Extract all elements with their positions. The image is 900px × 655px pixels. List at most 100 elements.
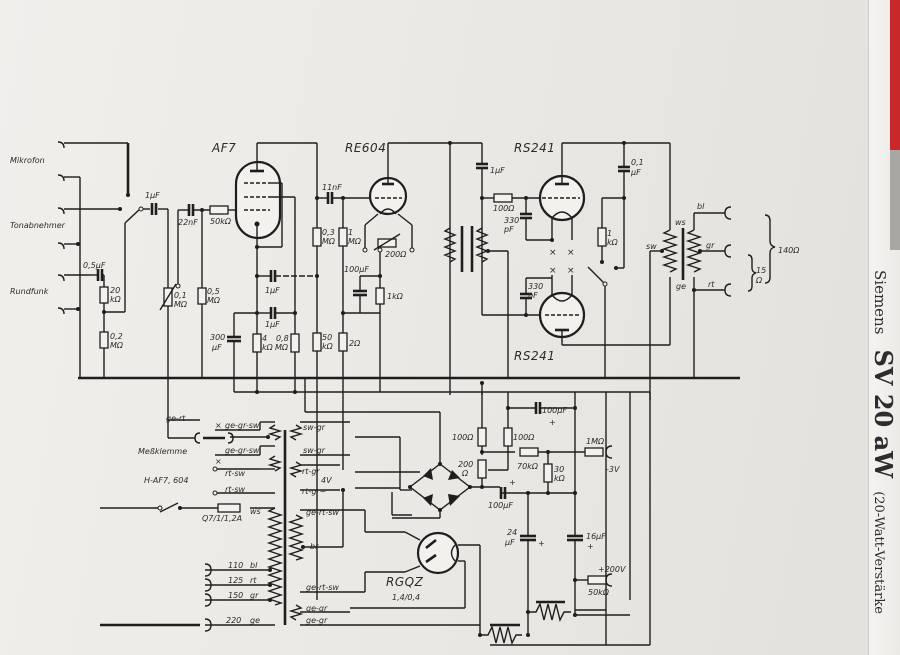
label-mt-rt-sw-2: rt-sw: [225, 485, 245, 494]
label-ot-15-unit: Ω: [755, 276, 763, 285]
label-r-50k: 50kΩ: [210, 217, 232, 226]
label-mt-sw-gr-1: sw-gr: [303, 423, 326, 432]
label-r-1k-out-val: 1: [607, 229, 612, 238]
label-pot-01M-unit: MΩ: [174, 300, 188, 309]
output-transformer: [649, 143, 776, 400]
label-ot-140ohm: 140Ω: [778, 246, 800, 255]
link-x-1: ×: [549, 248, 557, 258]
label-c-16uF: 16μF: [586, 532, 606, 541]
output-snubber: [587, 143, 630, 378]
label-r-4k-unit: kΩ: [262, 343, 274, 352]
label-r-1M-unit: MΩ: [348, 237, 362, 246]
label-r-05M-unit: MΩ: [207, 296, 221, 305]
label-c-100uF-b-plus: +: [549, 418, 556, 427]
label-r-30k-val: 30: [554, 465, 564, 474]
label-r-08M-val: 0,8: [276, 334, 289, 343]
label-tube-af7: AF7: [211, 141, 236, 155]
label-c-100uF-c-plus: +: [509, 478, 516, 487]
red-bookmark-tab: [890, 0, 900, 150]
label-r-4k-val: 4: [262, 334, 267, 343]
label-r-30k-unit: kΩ: [554, 474, 566, 483]
volume-potentiometer: [159, 204, 240, 378]
label-c-24uF-unit: μF: [504, 538, 515, 547]
filter-chokes: [478, 600, 630, 646]
label-mt-x-2: ×: [215, 457, 222, 466]
label-r-100-grid: 100Ω: [493, 204, 515, 213]
label-c-1uF-b: 1μF: [265, 320, 280, 329]
label-pot-200ohm: 200Ω: [385, 250, 407, 259]
label-c-01uF-val: 0,1: [631, 158, 644, 167]
mains-taps: 110 bl 125 rt 150 gr 220 ge: [226, 561, 260, 625]
label-r-02M-val: 0,2: [110, 332, 123, 341]
label-c-1uF-grid: 1μF: [490, 166, 505, 175]
label-c-1uF-input: 1μF: [145, 191, 160, 200]
label-ot-sw: sw: [646, 242, 657, 251]
model-description: (20-Watt-Verstärke: [871, 491, 886, 614]
label-mt-ws: ws: [250, 507, 261, 516]
label-mt-ge-rt-sw-1: ge-rt-sw: [306, 508, 339, 517]
label-mt-ge-gr-2: ge-gr: [306, 616, 328, 625]
label-r-20k-unit: kΩ: [110, 295, 122, 304]
input-label-tonabnehmer: Tonabnehmer: [10, 221, 66, 230]
label-r-05M-val: 0,5: [207, 287, 220, 296]
meter-clamp-link: [167, 420, 234, 444]
label-c-330pF-a-unit: pF: [503, 225, 514, 234]
label-c-24uF-plus: +: [538, 539, 545, 548]
label-meter-clamp: Meßklemme: [138, 447, 187, 456]
label-ot-bl: bl: [697, 202, 705, 211]
label-ot-15-val: 15: [756, 266, 766, 275]
label-c-22nF: 22nF: [178, 218, 198, 227]
label-tube-re604: RE604: [345, 141, 386, 155]
label-r-1M-bias: 1MΩ: [586, 437, 605, 446]
label-r-20k-val: 20: [110, 286, 120, 295]
label-c-300uF-val: 300: [210, 333, 225, 342]
label-ot-gr: gr: [706, 241, 715, 250]
rundfunk-network: [90, 269, 109, 378]
label-hv-200v: +200V: [598, 565, 626, 574]
tap-color: ge: [250, 616, 260, 625]
label-ot-ge: ge: [676, 282, 686, 291]
tap-voltage: 110: [228, 561, 243, 570]
coupling-11nF: [312, 192, 372, 378]
filter-network: [477, 392, 613, 635]
label-r-70k: 70kΩ: [517, 462, 539, 471]
tap-color: gr: [250, 591, 259, 600]
amplifier-schematic: Mikrofon Tonabnehmer Rundfunk 1μF 0,5μF …: [10, 141, 800, 646]
label-c-330pF-b-unit: pF: [527, 291, 538, 300]
label-mt-sw-gr-2: sw-gr: [303, 446, 326, 455]
label-heater-note: H-AF7, 604: [144, 476, 188, 485]
model-name: SV 20 aW: [869, 349, 898, 479]
label-ot-rt: rt: [708, 280, 715, 289]
tap-color: bl: [250, 561, 258, 570]
filament-links: × × × ×: [549, 248, 575, 276]
label-c-05uF: 0,5μF: [83, 261, 106, 270]
tube-af7: [234, 142, 318, 378]
label-c-16uF-plus: +: [587, 542, 594, 551]
tube-rgqz: [350, 531, 481, 635]
label-mt-rt-gr-1: rt-gr: [302, 467, 320, 476]
tap-voltage: 220: [226, 616, 241, 625]
label-r-200-unit: Ω: [461, 469, 469, 478]
tap-color: rt: [250, 576, 257, 585]
label-r-03M-val: 0,3: [322, 228, 335, 237]
label-tube-rs241-top: RS241: [514, 141, 555, 155]
tap-voltage: 150: [228, 591, 243, 600]
rs241-top: [520, 141, 670, 242]
tube-re604: [343, 142, 450, 378]
label-c-100uF-b: 100μF: [542, 406, 567, 415]
label-mt-ge-rt: ge-rt: [166, 414, 186, 423]
label-pot-01M-val: 0,1: [174, 291, 187, 300]
label-r-100-b: 100Ω: [513, 433, 535, 442]
label-r-200-val: 200: [458, 460, 473, 469]
mains-transformer: [100, 421, 480, 632]
label-mt-rt-sw-1: rt-sw: [225, 469, 245, 478]
label-mt-rt-gr-2: rt-gr~: [302, 487, 326, 496]
rs241-bottom: [520, 275, 670, 346]
input-jacks: [57, 141, 130, 378]
label-r-1k-cathode: 1kΩ: [387, 292, 404, 301]
label-c-330pF-b-val: 330: [528, 282, 543, 291]
gray-bookmark-tab: [890, 150, 900, 250]
label-r-03M-unit: MΩ: [322, 237, 336, 246]
label-mt-ge-gr-1: ge-gr: [306, 604, 328, 613]
label-c-330pF-a-val: 330: [504, 216, 519, 225]
